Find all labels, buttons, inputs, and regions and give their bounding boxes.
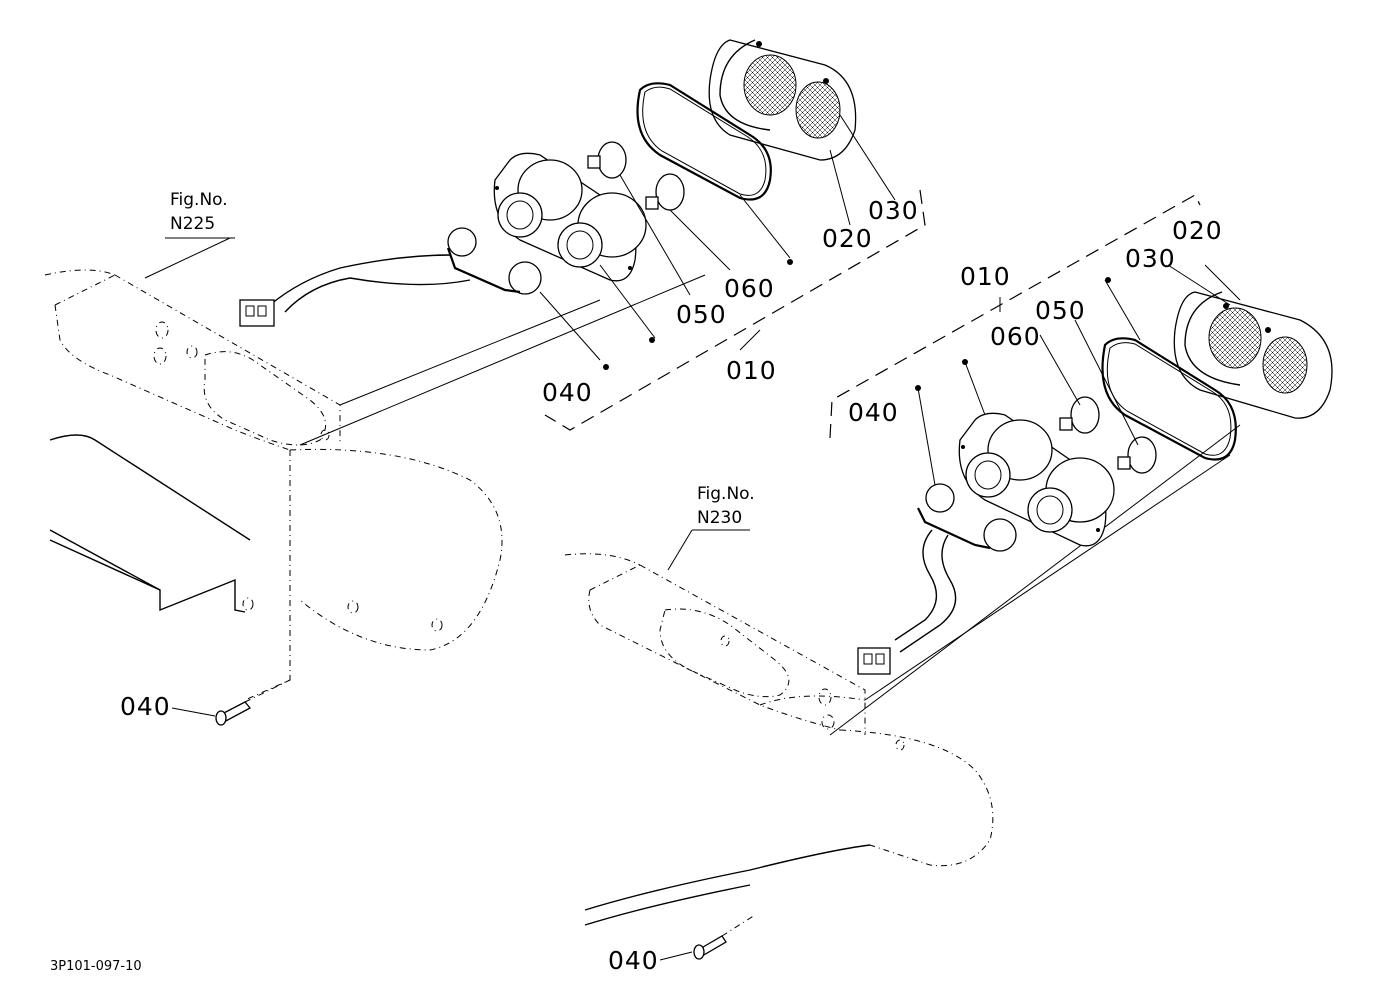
left-fig-ref-label: N225 [170,214,216,234]
right-part-060-label: 060 [990,322,1041,351]
left-part-020-label: 020 [822,224,873,253]
right-part-010-label: 010 [960,262,1011,291]
left-screw [171,679,291,726]
drawing-code: 3P101-097-10 [50,959,142,974]
left-fig-no-label: Fig.No. [170,190,228,210]
left-part-010-label: 010 [726,356,777,385]
left-part-030-label: 030 [868,196,919,225]
left-lamp-assembly [144,39,926,431]
right-part-050-label: 050 [1035,296,1086,325]
right-screw [659,914,756,961]
right-fig-no-label: Fig.No. [697,484,755,504]
left-screw-040-label: 040 [120,692,171,721]
left-part-040-label: 040 [542,378,593,407]
left-fender [44,269,706,701]
right-fig-ref-label: N230 [697,508,743,528]
right-fender [564,424,1241,926]
right-part-020-label: 020 [1172,216,1223,245]
right-fig-leader [667,529,693,571]
right-lamp-assembly [829,194,1333,675]
right-part-030-label: 030 [1125,244,1176,273]
right-screw-040-label: 040 [608,946,659,975]
left-part-060-label: 060 [724,274,775,303]
right-part-040-label: 040 [848,398,899,427]
left-part-050-label: 050 [676,300,727,329]
